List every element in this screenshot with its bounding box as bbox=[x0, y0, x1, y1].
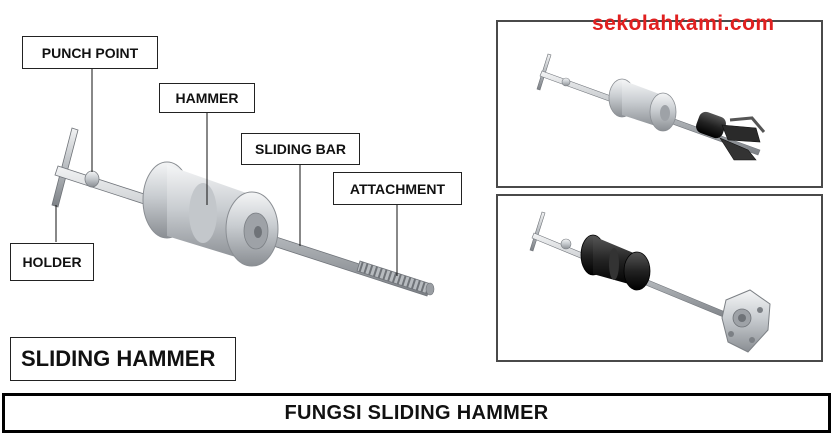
footer-banner: FUNGSI SLIDING HAMMER bbox=[2, 393, 831, 433]
label-hammer: HAMMER bbox=[159, 83, 255, 113]
site-watermark: sekolahkami.com bbox=[592, 12, 775, 35]
hammer-weight bbox=[142, 161, 279, 267]
label-holder: HOLDER bbox=[10, 243, 94, 281]
label-sliding-bar: SLIDING BAR bbox=[241, 133, 360, 165]
label-attachment: ATTACHMENT bbox=[333, 172, 462, 205]
main-tool bbox=[51, 69, 435, 297]
punch-point-collar bbox=[84, 170, 100, 188]
photo-bottom-right bbox=[496, 194, 823, 362]
attachment-thread bbox=[356, 260, 435, 296]
photo-top-right bbox=[496, 20, 823, 188]
leader-lines bbox=[55, 69, 398, 276]
holder-handle bbox=[51, 127, 79, 208]
label-punch-point: PUNCH POINT bbox=[22, 36, 158, 69]
diagram-title: SLIDING HAMMER bbox=[10, 337, 236, 381]
